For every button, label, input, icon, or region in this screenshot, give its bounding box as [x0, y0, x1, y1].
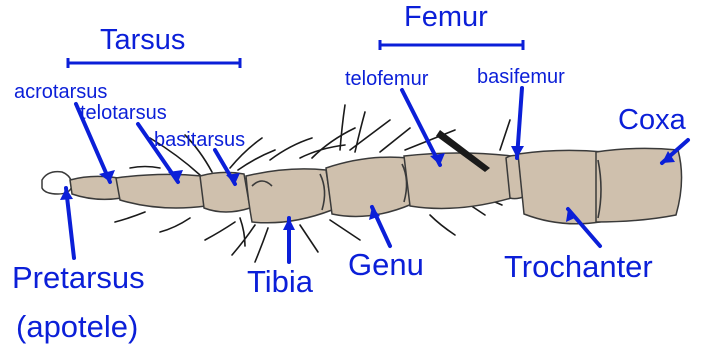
- basitarsus-segment: [200, 172, 250, 212]
- label-apotele: (apotele): [16, 311, 138, 342]
- label-tibia: Tibia: [247, 266, 313, 297]
- label-basifemur: basifemur: [477, 67, 565, 87]
- label-coxa: Coxa: [618, 106, 686, 135]
- tibia-segment: [246, 169, 332, 223]
- leg-segments: [42, 148, 682, 223]
- trochanter-segment: [518, 150, 604, 223]
- telofemur-segment: [404, 153, 518, 208]
- label-genu: Genu: [348, 249, 424, 280]
- femur-bracket: [380, 40, 523, 50]
- telotarsus-segment: [116, 174, 206, 208]
- label-tarsus: Tarsus: [100, 26, 185, 55]
- label-basitarsus: basitarsus: [154, 130, 245, 150]
- label-telofemur: telofemur: [345, 69, 428, 89]
- label-femur: Femur: [404, 3, 488, 32]
- label-telotarsus: telotarsus: [80, 103, 167, 123]
- label-trochanter: Trochanter: [504, 251, 653, 282]
- label-pretarsus: Pretarsus: [12, 262, 145, 293]
- genu-segment: [326, 157, 412, 216]
- label-acrotarsus: acrotarsus: [14, 82, 107, 102]
- tarsus-bracket: [68, 58, 240, 68]
- acrotarsus-segment: [70, 176, 122, 199]
